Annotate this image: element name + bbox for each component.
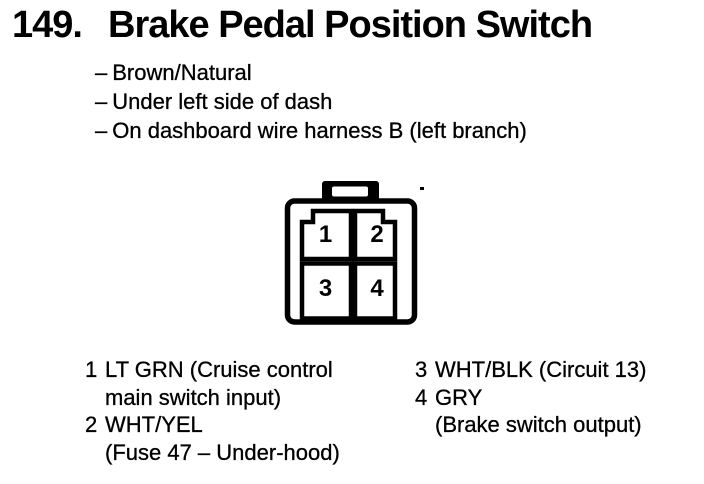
connector-pin-2-label: 2 bbox=[370, 221, 383, 248]
note-text: Brown/Natural bbox=[112, 60, 252, 85]
connector-latch-slot bbox=[332, 186, 368, 197]
note-text: Under left side of dash bbox=[112, 89, 333, 114]
pin-entry-line: GRY bbox=[435, 384, 483, 410]
pin-entry-description: LT GRN (Cruise control main switch input… bbox=[105, 356, 333, 411]
note-text: On dashboard wire harness B (left branch… bbox=[112, 118, 527, 143]
pin-entry-description: WHT/BLK (Circuit 13) bbox=[435, 356, 647, 384]
pin-entry-number: 2 bbox=[85, 412, 98, 437]
pin-cavity-1 bbox=[299, 208, 354, 262]
item-number: 149. bbox=[12, 4, 83, 46]
scan-speck bbox=[420, 187, 424, 190]
dash-bullet: – bbox=[95, 118, 108, 143]
title-text: Brake Pedal Position Switch bbox=[108, 4, 593, 46]
connector-pin-4-label: 4 bbox=[370, 275, 384, 302]
pin-entry-line: LT GRN (Cruise control bbox=[105, 357, 333, 382]
pin-entry-3: 3 WHT/BLK (Circuit 13) bbox=[415, 356, 647, 384]
pin-entry-description: GRY (Brake switch output) bbox=[435, 384, 642, 439]
pin-entry-1: 1 LT GRN (Cruise control main switch inp… bbox=[85, 356, 340, 411]
pin-cavity-3 bbox=[299, 261, 354, 321]
pin-entry-2: 2 WHT/YEL (Fuse 47 – Under-hood) bbox=[85, 411, 340, 466]
pin-entry-line: main switch input) bbox=[105, 384, 282, 410]
page-title: 149. Brake Pedal Position Switch bbox=[12, 2, 593, 48]
connector-diagram: 1 2 3 4 bbox=[284, 181, 418, 325]
connector-pin-1-label: 1 bbox=[319, 221, 332, 248]
dash-bullet: – bbox=[95, 60, 108, 85]
note-line: – On dashboard wire harness B (left bran… bbox=[95, 116, 527, 145]
pin-entry-line: WHT/YEL bbox=[105, 412, 203, 437]
pin-entry-line: (Fuse 47 – Under-hood) bbox=[105, 439, 340, 465]
pin-entry-4: 4 GRY (Brake switch output) bbox=[415, 384, 646, 439]
pin-cavity-4 bbox=[352, 261, 398, 321]
location-notes: – Brown/Natural – Under left side of das… bbox=[95, 58, 527, 145]
pin-entry-number: 3 bbox=[415, 357, 428, 382]
pin-entry-line: WHT/BLK (Circuit 13) bbox=[435, 357, 647, 382]
note-line: – Brown/Natural bbox=[95, 58, 527, 87]
pin-entry-description: WHT/YEL (Fuse 47 – Under-hood) bbox=[105, 411, 340, 466]
pin-legend-right-column: 3 WHT/BLK (Circuit 13) 4 GRY (Brake swit… bbox=[415, 356, 647, 439]
dash-bullet: – bbox=[95, 89, 108, 114]
pin-entry-number: 1 bbox=[85, 357, 98, 382]
connector-pin-3-label: 3 bbox=[319, 275, 332, 302]
note-line: – Under left side of dash bbox=[95, 87, 527, 116]
pin-entry-number: 4 bbox=[415, 384, 428, 410]
pin-entry-line: (Brake switch output) bbox=[435, 412, 642, 437]
pin-legend-left-column: 1 LT GRN (Cruise control main switch inp… bbox=[85, 356, 340, 466]
pin-cavity-2 bbox=[352, 208, 398, 262]
